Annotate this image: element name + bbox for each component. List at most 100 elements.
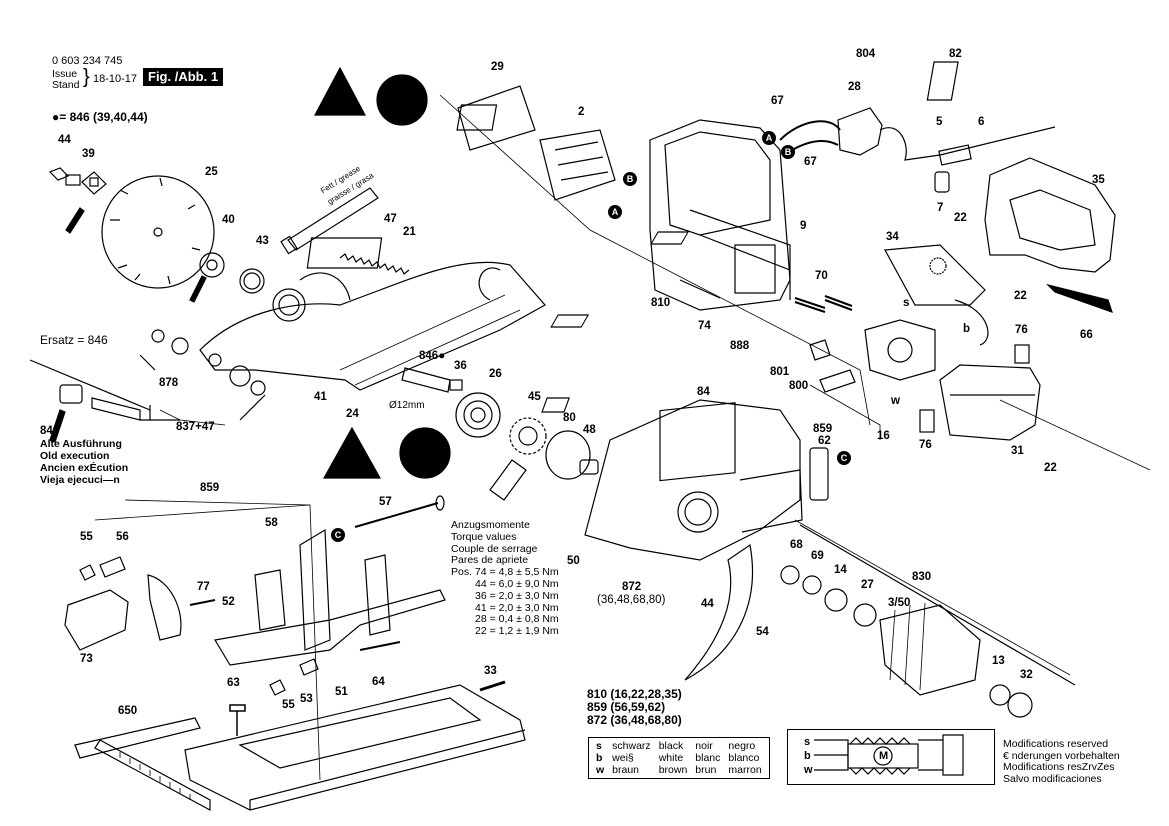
- part-846: 846●: [419, 350, 446, 362]
- wiring-diagram: s b w M: [787, 729, 995, 785]
- part-56: 56: [116, 531, 129, 543]
- part-22-b: 22: [1014, 290, 1027, 302]
- part-9: 9: [800, 220, 807, 232]
- marker-c-left: C: [331, 528, 345, 542]
- part-41: 41: [314, 391, 327, 403]
- motor-housing: [649, 119, 791, 311]
- part-3-50: 3/50: [888, 597, 911, 609]
- part-7: 7: [937, 202, 944, 214]
- part-25: 25: [205, 166, 218, 178]
- marker-b-top: B: [781, 145, 795, 159]
- part-51: 51: [335, 686, 348, 698]
- part-47: 47: [384, 213, 397, 225]
- issue-brace: }: [83, 66, 90, 88]
- part-76-b: 76: [919, 439, 932, 451]
- ersatz-note: Ersatz = 846: [40, 333, 108, 347]
- warning-triangle-icon-top: [314, 66, 366, 116]
- part-28: 28: [848, 81, 861, 93]
- part-70: 70: [815, 270, 828, 282]
- knob: [64, 589, 129, 651]
- part-58: 58: [265, 517, 278, 529]
- part-62: 62: [818, 435, 831, 447]
- parallel-guide: [74, 717, 211, 812]
- assembly-list: 810 (16,22,28,35) 859 (56,59,62) 872 (36…: [587, 687, 682, 727]
- part-68: 68: [790, 539, 803, 551]
- figure-badge: Fig. /Abb. 1: [143, 68, 224, 86]
- part-39: 39: [82, 148, 95, 160]
- part-5: 5: [936, 116, 943, 128]
- part-16: 16: [877, 430, 890, 442]
- part-872: 872: [622, 581, 642, 593]
- modifications-note: Modifications reserved € nderungen vorbe…: [1003, 738, 1120, 785]
- motor-symbol: M: [879, 750, 889, 762]
- part-810: 810: [651, 297, 671, 309]
- part-13: 13: [992, 655, 1005, 667]
- part-6: 6: [978, 116, 985, 128]
- marker-a-top: A: [762, 131, 776, 145]
- marker-a-armature: A: [608, 205, 622, 219]
- part-69: 69: [811, 550, 824, 562]
- part-50: 50: [567, 555, 580, 567]
- part-29: 29: [491, 61, 504, 73]
- part-63: 63: [227, 677, 240, 689]
- diameter-note: Ø12mm: [389, 400, 425, 411]
- label-w: w: [891, 395, 900, 407]
- gear-housing: [584, 399, 803, 561]
- part-44-a: 44: [58, 134, 71, 146]
- part-859-b: 859: [200, 482, 220, 494]
- part-number: 0 603 234 745: [52, 55, 123, 67]
- part-52: 52: [222, 596, 235, 608]
- part-21: 21: [403, 226, 416, 238]
- part-33: 33: [484, 665, 497, 677]
- part-36: 36: [454, 360, 467, 372]
- part-840: 840: [40, 425, 60, 437]
- part-48: 48: [583, 424, 596, 436]
- part-54: 54: [756, 626, 769, 638]
- warning-triangle-icon-bottom: [322, 426, 382, 479]
- part-650: 650: [118, 705, 138, 717]
- rotor: [879, 604, 981, 696]
- part-34: 34: [886, 231, 899, 243]
- blade-guard: [199, 261, 546, 391]
- torque-table: Anzugsmomente Torque values Couple de se…: [451, 519, 559, 638]
- part-804: 804: [856, 48, 876, 60]
- part-67-a: 67: [771, 95, 784, 107]
- part-878: 878: [159, 377, 179, 389]
- part-859-a: 859: [813, 423, 833, 435]
- part-22-a: 22: [954, 212, 967, 224]
- part-22-c: 22: [1044, 462, 1057, 474]
- part-55-b: 55: [282, 699, 295, 711]
- part-26: 26: [489, 368, 502, 380]
- part-24: 24: [346, 408, 359, 420]
- part-67-b: 67: [804, 156, 817, 168]
- part-84: 84: [697, 386, 710, 398]
- part-31: 31: [1011, 445, 1024, 457]
- part-45: 45: [528, 391, 541, 403]
- part-40: 40: [222, 214, 235, 226]
- rear-handle: [984, 157, 1116, 273]
- part-73: 73: [80, 653, 93, 665]
- part-76-a: 76: [1015, 324, 1028, 336]
- part-32: 32: [1020, 669, 1033, 681]
- label-b: b: [963, 323, 971, 335]
- part-837: 837+47: [176, 421, 215, 433]
- capacitor: [939, 364, 1041, 441]
- wiring-schematic: [814, 734, 964, 776]
- part-35: 35: [1092, 174, 1105, 186]
- bullet-dot-icon-846: ●: [438, 350, 446, 362]
- part-2: 2: [578, 106, 585, 118]
- bullet-legend: ●= 846 (39,40,44): [52, 110, 148, 124]
- read-manual-icon-bottom: [399, 427, 451, 479]
- issue-date: 18-10-17: [93, 73, 138, 85]
- marker-b-armature: B: [623, 172, 637, 186]
- old-execution-note: Alte Ausführung Old execution Ancien exÉ…: [40, 438, 129, 486]
- issue-label: Issue: [52, 68, 78, 80]
- part-830: 830: [912, 571, 932, 583]
- read-manual-icon-top: [376, 74, 428, 126]
- stand-label: Stand: [52, 79, 80, 91]
